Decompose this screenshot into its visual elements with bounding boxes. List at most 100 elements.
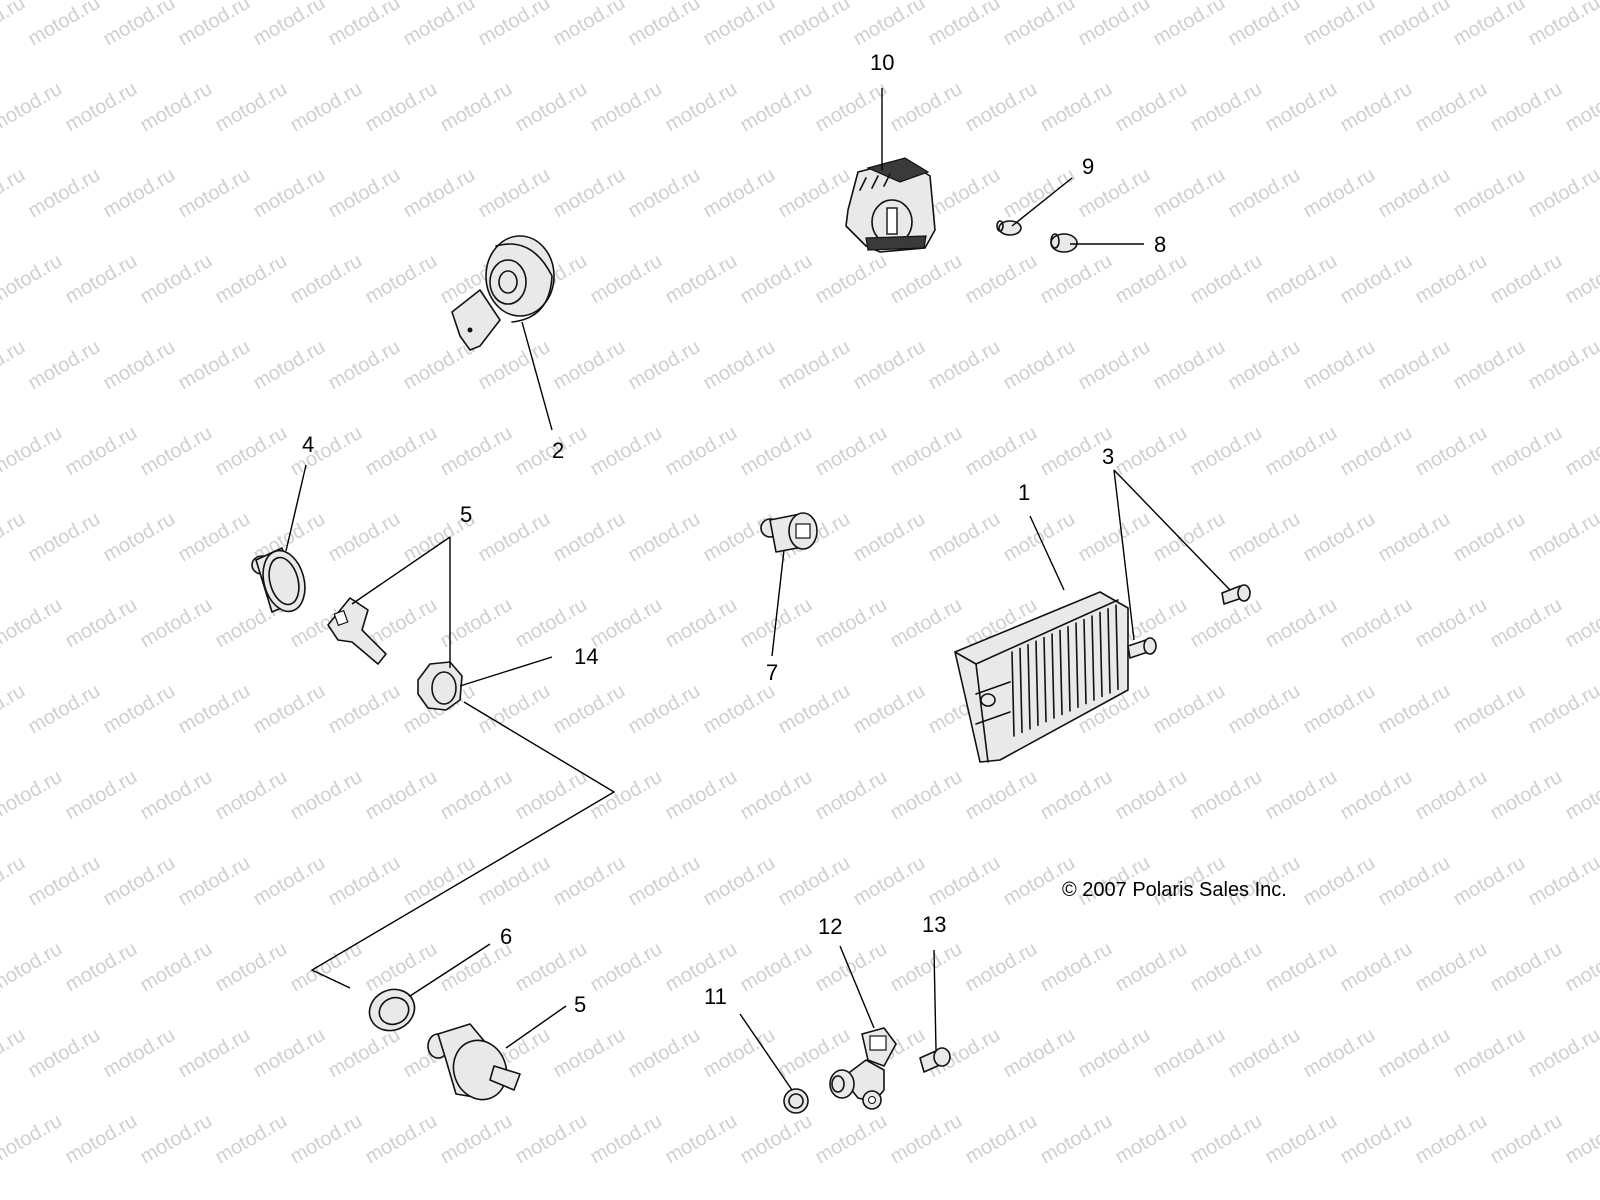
watermark-text: motod.ru bbox=[1525, 508, 1600, 567]
watermark-text: motod.ru bbox=[1562, 766, 1600, 825]
regulator-fin bbox=[1107, 608, 1111, 694]
watermark-text: motod.ru bbox=[512, 766, 591, 825]
watermark-text: motod.ru bbox=[0, 1024, 29, 1083]
watermark-text: motod.ru bbox=[1075, 508, 1154, 567]
watermark-text: motod.ru bbox=[1375, 1196, 1454, 1200]
watermark-text: motod.ru bbox=[1225, 508, 1304, 567]
watermark-text: motod.ru bbox=[1487, 594, 1566, 653]
watermark-text: motod.ru bbox=[1262, 766, 1341, 825]
watermark-text: motod.ru bbox=[1112, 422, 1191, 481]
watermark-text: motod.ru bbox=[625, 1196, 704, 1200]
regulator-fin bbox=[1027, 644, 1031, 730]
part-3-screw-b bbox=[1221, 584, 1251, 605]
watermark-text: motod.ru bbox=[325, 852, 404, 911]
watermark-text: motod.ru bbox=[1300, 1196, 1379, 1200]
watermark-text: motod.ru bbox=[325, 1024, 404, 1083]
watermark-text: motod.ru bbox=[1150, 0, 1229, 50]
watermark-text: motod.ru bbox=[550, 336, 629, 395]
watermark-text: motod.ru bbox=[962, 938, 1041, 997]
watermark-text: motod.ru bbox=[550, 164, 629, 223]
watermark-text: motod.ru bbox=[0, 250, 66, 309]
watermark-text: motod.ru bbox=[1000, 1196, 1079, 1200]
leader-14 bbox=[459, 656, 553, 687]
watermark-text: motod.ru bbox=[362, 250, 441, 309]
watermark-text: motod.ru bbox=[100, 680, 179, 739]
watermark-text: motod.ru bbox=[212, 422, 291, 481]
watermark-text: motod.ru bbox=[100, 164, 179, 223]
watermark-text: motod.ru bbox=[775, 336, 854, 395]
watermark-text: motod.ru bbox=[1300, 852, 1379, 911]
watermark-text: motod.ru bbox=[437, 422, 516, 481]
watermark-text: motod.ru bbox=[1337, 594, 1416, 653]
watermark-text: motod.ru bbox=[587, 938, 666, 997]
watermark-text: motod.ru bbox=[887, 938, 966, 997]
watermark-text: motod.ru bbox=[1262, 250, 1341, 309]
watermark-text: motod.ru bbox=[325, 680, 404, 739]
watermark-text: motod.ru bbox=[1337, 78, 1416, 137]
watermark-text: motod.ru bbox=[175, 336, 254, 395]
watermark-text: motod.ru bbox=[1412, 1110, 1491, 1169]
watermark-text: motod.ru bbox=[1525, 164, 1600, 223]
watermark-text: motod.ru bbox=[0, 766, 66, 825]
watermark-text: motod.ru bbox=[1037, 766, 1116, 825]
watermark-text: motod.ru bbox=[100, 508, 179, 567]
callout-6: 6 bbox=[500, 924, 512, 949]
watermark-text: motod.ru bbox=[1300, 508, 1379, 567]
watermark-text: motod.ru bbox=[1225, 1024, 1304, 1083]
part-12-speed-sensor bbox=[829, 1027, 897, 1110]
watermark-text: motod.ru bbox=[25, 680, 104, 739]
watermark-text: motod.ru bbox=[662, 250, 741, 309]
watermark-text: motod.ru bbox=[625, 680, 704, 739]
watermark-text: motod.ru bbox=[1562, 78, 1600, 137]
watermark-text: motod.ru bbox=[625, 0, 704, 50]
watermark-text: motod.ru bbox=[850, 852, 929, 911]
watermark-text: motod.ru bbox=[850, 0, 929, 50]
regulator-fin bbox=[1043, 636, 1047, 723]
watermark-text: motod.ru bbox=[925, 164, 1004, 223]
regulator-fin bbox=[1091, 615, 1095, 701]
watermark-text: motod.ru bbox=[1225, 680, 1304, 739]
part-8-plug bbox=[1050, 233, 1078, 253]
watermark-text: motod.ru bbox=[287, 422, 366, 481]
watermark-text: motod.ru bbox=[0, 508, 29, 567]
watermark-text: motod.ru bbox=[0, 938, 66, 997]
watermark-text: motod.ru bbox=[887, 250, 966, 309]
part-3-screw-a bbox=[1127, 637, 1157, 659]
watermark-text: motod.ru bbox=[587, 766, 666, 825]
watermark-text: motod.ru bbox=[475, 680, 554, 739]
callout-3: 3 bbox=[1102, 444, 1114, 469]
part-6-washer bbox=[368, 988, 416, 1032]
watermark-text: motod.ru bbox=[250, 1024, 329, 1083]
regulator-fin bbox=[1035, 640, 1039, 726]
callout-5-upper: 5 bbox=[460, 502, 472, 527]
watermark-text: motod.ru bbox=[1450, 1196, 1529, 1200]
watermark-text: motod.ru bbox=[550, 0, 629, 50]
watermark-text: motod.ru bbox=[1337, 250, 1416, 309]
watermark-text: motod.ru bbox=[1337, 766, 1416, 825]
watermark-text: motod.ru bbox=[1075, 1196, 1154, 1200]
watermark-text: motod.ru bbox=[850, 1196, 929, 1200]
leader-2 bbox=[521, 321, 553, 431]
watermark-text: motod.ru bbox=[812, 766, 891, 825]
watermark-text: motod.ru bbox=[1450, 0, 1529, 50]
watermark-text: motod.ru bbox=[175, 1024, 254, 1083]
watermark-text: motod.ru bbox=[250, 0, 329, 50]
part-4-cap bbox=[251, 547, 306, 613]
callout-1: 1 bbox=[1018, 480, 1030, 505]
watermark-text: motod.ru bbox=[475, 336, 554, 395]
watermark-text: motod.ru bbox=[1037, 250, 1116, 309]
watermark-text: motod.ru bbox=[1412, 594, 1491, 653]
watermark-text: motod.ru bbox=[1375, 336, 1454, 395]
watermark-text: motod.ru bbox=[1225, 164, 1304, 223]
watermark-text: motod.ru bbox=[550, 1196, 629, 1200]
watermark-text: motod.ru bbox=[325, 1196, 404, 1200]
watermark-text: motod.ru bbox=[1150, 336, 1229, 395]
watermark-text: motod.ru bbox=[437, 594, 516, 653]
leader-4 bbox=[285, 464, 307, 552]
watermark-text: motod.ru bbox=[1412, 766, 1491, 825]
watermark-text: motod.ru bbox=[1562, 938, 1600, 997]
watermark-text: motod.ru bbox=[287, 766, 366, 825]
watermark-text: motod.ru bbox=[925, 0, 1004, 50]
watermark-text: motod.ru bbox=[0, 852, 29, 911]
